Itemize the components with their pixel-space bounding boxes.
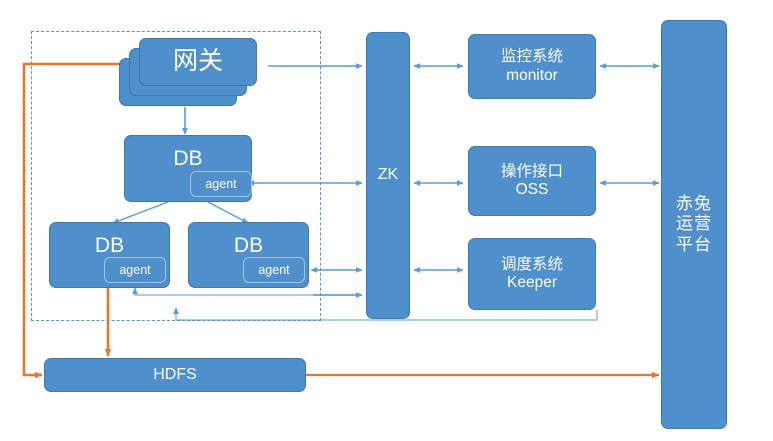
monitor-label-en: monitor — [506, 66, 558, 84]
platform-label: 赤兔 运营 平台 — [662, 194, 726, 254]
hdfs-node[interactable]: HDFS — [44, 358, 306, 392]
keeper-node[interactable]: 调度系统 Keeper — [468, 238, 596, 310]
db-slave-left-agent[interactable]: agent — [104, 257, 166, 283]
db-slave-left-label: DB — [94, 233, 125, 257]
monitor-label: 监控系统 monitor — [469, 48, 595, 85]
wire-db-master-to-slave-left — [112, 201, 169, 224]
wire-db-master-to-slave-right — [207, 201, 249, 224]
oss-label-en: OSS — [515, 181, 549, 198]
monitor-node[interactable]: 监控系统 monitor — [468, 34, 596, 99]
db-slave-left-agent-label: agent — [119, 263, 151, 277]
gateway-label: 网关 — [172, 47, 223, 76]
keeper-label-cn: 调度系统 — [500, 255, 563, 273]
db-master-node[interactable]: DB — [124, 135, 252, 202]
zk-node[interactable]: ZK — [366, 32, 410, 319]
wire-keeper-feedback-to-cluster — [173, 307, 598, 321]
keeper-label-en: Keeper — [507, 274, 557, 291]
oss-label: 操作接口 OSS — [469, 163, 595, 200]
platform-node[interactable]: 赤兔 运营 平台 — [661, 20, 727, 429]
wire-zk-feedback-to-db-slave-left — [132, 287, 363, 298]
oss-node[interactable]: 操作接口 OSS — [468, 146, 596, 216]
db-slave-right-agent[interactable]: agent — [243, 257, 305, 283]
db-slave-right-agent-label: agent — [258, 263, 290, 277]
platform-label-line2: 运营 — [676, 214, 712, 234]
keeper-label: 调度系统 Keeper — [469, 256, 595, 293]
db-master-label: DB — [173, 147, 203, 171]
db-cluster-boundary — [31, 31, 321, 321]
wire-gateway-to-hdfs — [22, 62, 150, 379]
monitor-label-cn: 监控系统 — [500, 48, 563, 66]
db-slave-right-label: DB — [233, 233, 264, 257]
gateway-node[interactable]: 网关 — [139, 38, 257, 86]
oss-label-cn: 操作接口 — [500, 162, 563, 180]
platform-label-line1: 赤兔 — [676, 194, 712, 214]
zk-label: ZK — [377, 166, 399, 184]
db-master-agent[interactable]: agent — [190, 171, 252, 197]
hdfs-label: HDFS — [153, 365, 197, 383]
platform-label-line3: 平台 — [676, 234, 712, 254]
db-master-agent-label: agent — [205, 177, 237, 191]
